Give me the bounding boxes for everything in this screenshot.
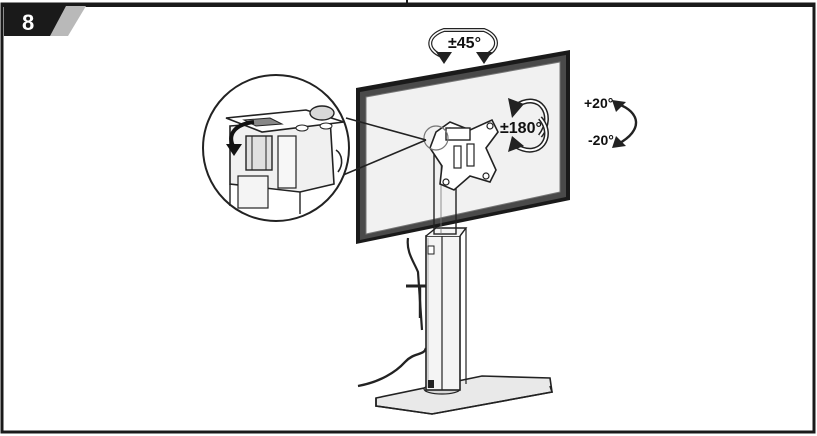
stand-column [425,227,468,391]
swivel-angle-label: ±45° [448,35,481,52]
rotation-arrow-icon [508,98,549,153]
rotation-angle-label: ±180° [500,120,542,137]
height-adjust-key [406,284,426,318]
vesa-mount-plate [423,118,499,191]
callout-leader-bottom [335,139,427,179]
swivel-arrow-icon [428,28,498,64]
tilt-down-label: -20° [588,132,614,148]
step-tab [4,6,66,36]
callout-leader-top [345,117,427,141]
tilt-arrow-icon [612,100,638,148]
tilt-up-label: +20° [584,95,613,111]
step-number: 8 [22,10,34,35]
power-cable [357,347,428,388]
lock-rotate-arrowhead [226,144,242,156]
detail-callout [202,74,427,222]
stand-base [375,375,554,415]
monitor-cable [406,237,424,331]
